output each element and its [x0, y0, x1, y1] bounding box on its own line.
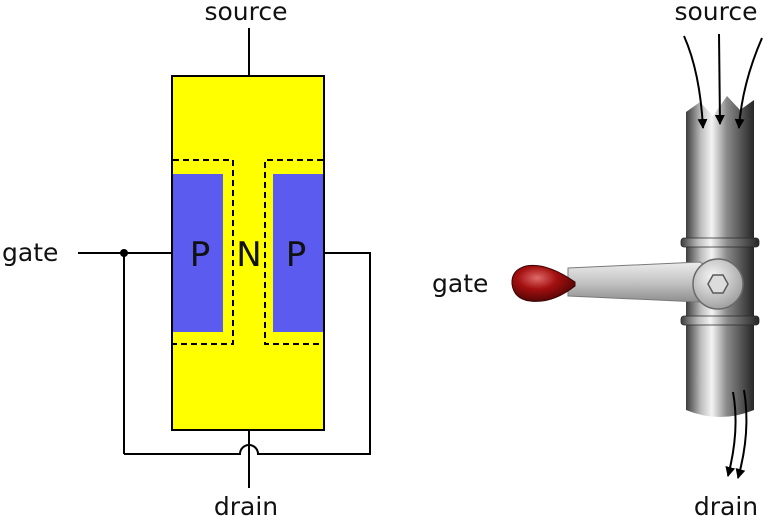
depletion-boundary-right: [264, 159, 323, 345]
drain-label: drain: [214, 492, 278, 521]
depletion-boundary-left: [173, 159, 234, 345]
faucet-source-label: source: [674, 0, 757, 26]
hub-nut-icon: [707, 274, 729, 294]
jfet-schematic: P N P source gate drain: [2, 0, 371, 521]
drain-flow-arrows: [725, 389, 748, 479]
n-channel-label: N: [236, 235, 261, 275]
faucet-analogy: source gate drain: [432, 0, 763, 521]
faucet-gate-label: gate: [432, 269, 488, 298]
p-region-right: [273, 174, 323, 332]
pipe-ring-upper: [680, 237, 760, 248]
p-region-right-label: P: [286, 235, 307, 275]
gate-label: gate: [2, 238, 58, 267]
gate-knob: [511, 264, 576, 302]
pipe: [686, 96, 754, 417]
source-label: source: [204, 0, 287, 26]
p-region-left: [173, 174, 223, 332]
faucet-drain-label: drain: [694, 492, 758, 521]
p-region-left-label: P: [190, 235, 211, 275]
source-flow-arrows: [683, 33, 763, 129]
pipe-ring-lower: [680, 315, 760, 326]
gate-return-wire-bottom: [124, 252, 371, 455]
